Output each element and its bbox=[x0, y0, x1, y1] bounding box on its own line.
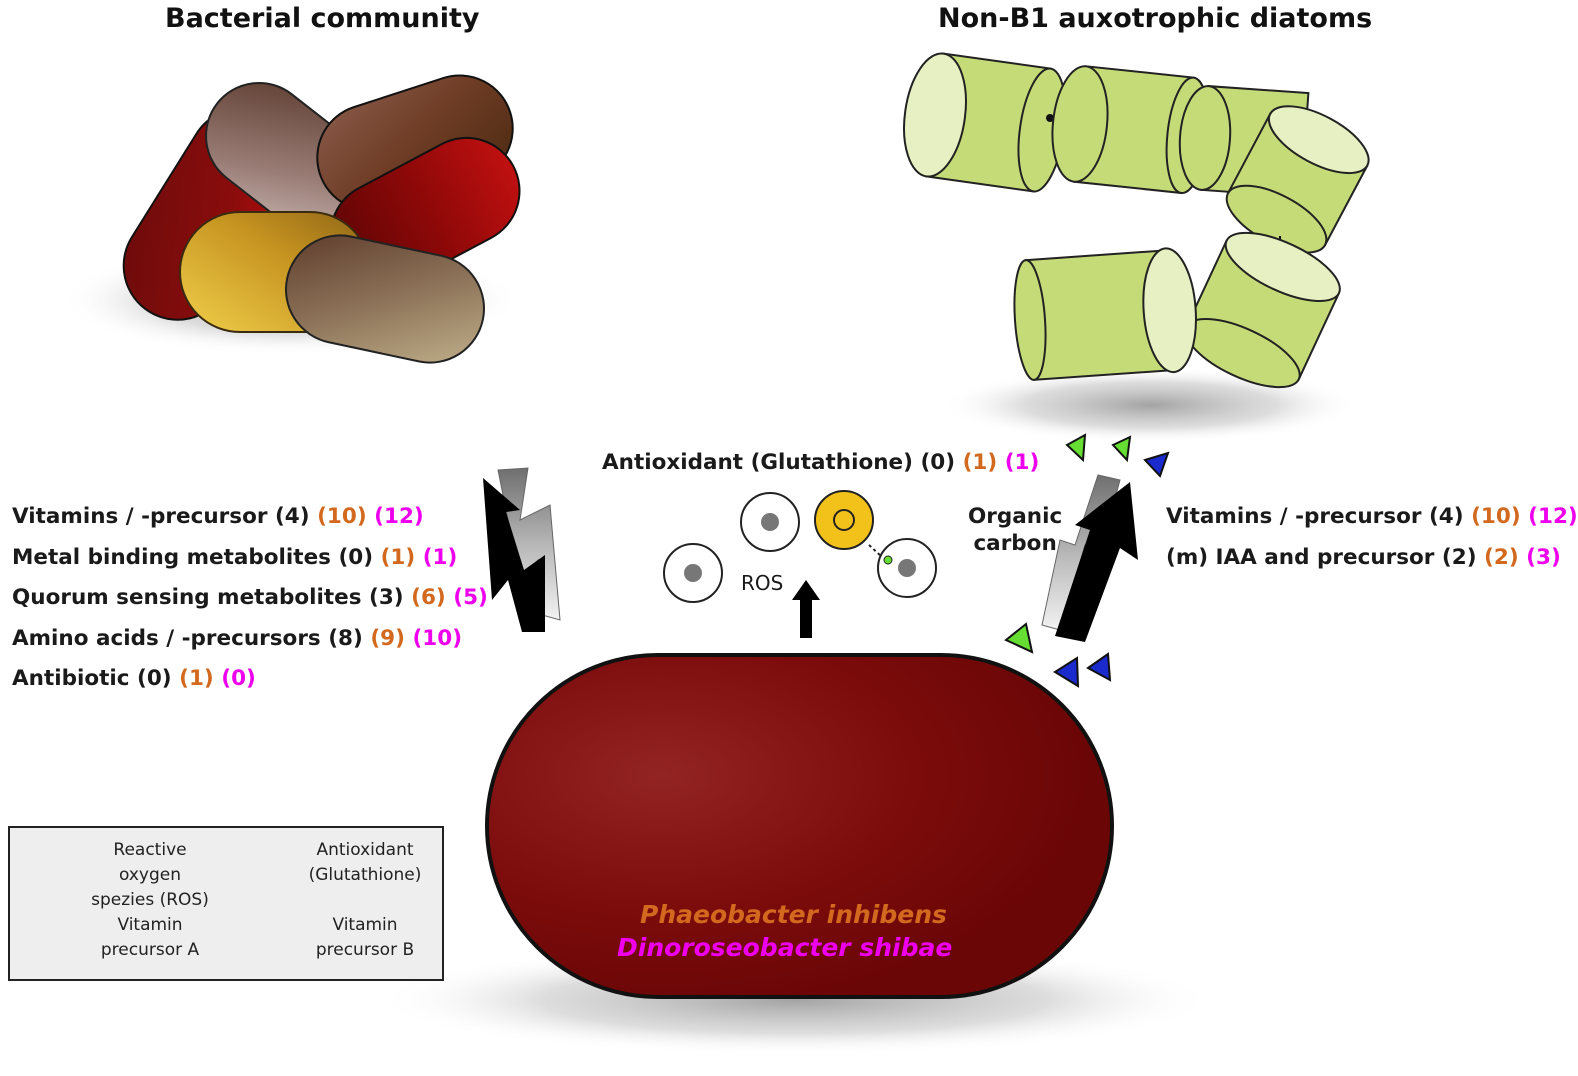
bacterial-community-illustration bbox=[60, 74, 521, 364]
right-metabolite-list: Vitamins / -precursor (4) (10) (12) (m) … bbox=[1166, 497, 1578, 578]
left-exchange-arrows bbox=[483, 467, 561, 632]
precursor-triangles bbox=[1004, 433, 1170, 688]
ros-up-arrow bbox=[792, 580, 820, 638]
list-item: Vitamins / -precursor (4) (10) (12) bbox=[1166, 504, 1578, 529]
list-item: Quorum sensing metabolites (3) (6) (5) bbox=[12, 585, 488, 610]
list-item: Antibiotic (0) (1) (0) bbox=[12, 666, 256, 691]
central-cell-illustration bbox=[375, 653, 1215, 1055]
diatoms-title: Non-B1 auxotrophic diatoms bbox=[938, 3, 1373, 34]
antioxidant-circle-3 bbox=[877, 538, 937, 598]
ros-antioxidant-cluster bbox=[663, 490, 937, 603]
legend-antioxidant-text: Antioxidant(Glutathione) bbox=[308, 840, 422, 885]
dinoroseobacter-label: Dinoroseobacter shibae bbox=[617, 933, 953, 962]
antioxidant-label: Antioxidant (Glutathione) (0) (1) (1) bbox=[602, 450, 1040, 475]
ros-label: ROS bbox=[741, 571, 784, 595]
organic-carbon-label: Organic carbon bbox=[968, 504, 1063, 556]
right-exchange-arrows bbox=[1041, 474, 1138, 642]
bacterial-community-title: Bacterial community bbox=[165, 3, 480, 34]
phaeobacter-label: Phaeobacter inhibens bbox=[640, 900, 947, 929]
ros-circle bbox=[814, 490, 874, 550]
diatom-chain-illustration bbox=[903, 52, 1370, 443]
list-item: (m) IAA and precursor (2) (2) (3) bbox=[1166, 544, 1561, 570]
list-item: Metal binding metabolites (0) (1) (1) bbox=[12, 544, 458, 570]
list-item: Vitamins / -precursor (4) (10) (12) bbox=[12, 504, 424, 529]
list-item: Amino acids / -precursors (8) (9) (10) bbox=[12, 625, 463, 651]
antioxidant-circle-2 bbox=[740, 492, 800, 552]
antioxidant-circle-1 bbox=[663, 543, 723, 603]
left-metabolite-list: Vitamins / -precursor (4) (10) (12) Meta… bbox=[12, 497, 488, 700]
